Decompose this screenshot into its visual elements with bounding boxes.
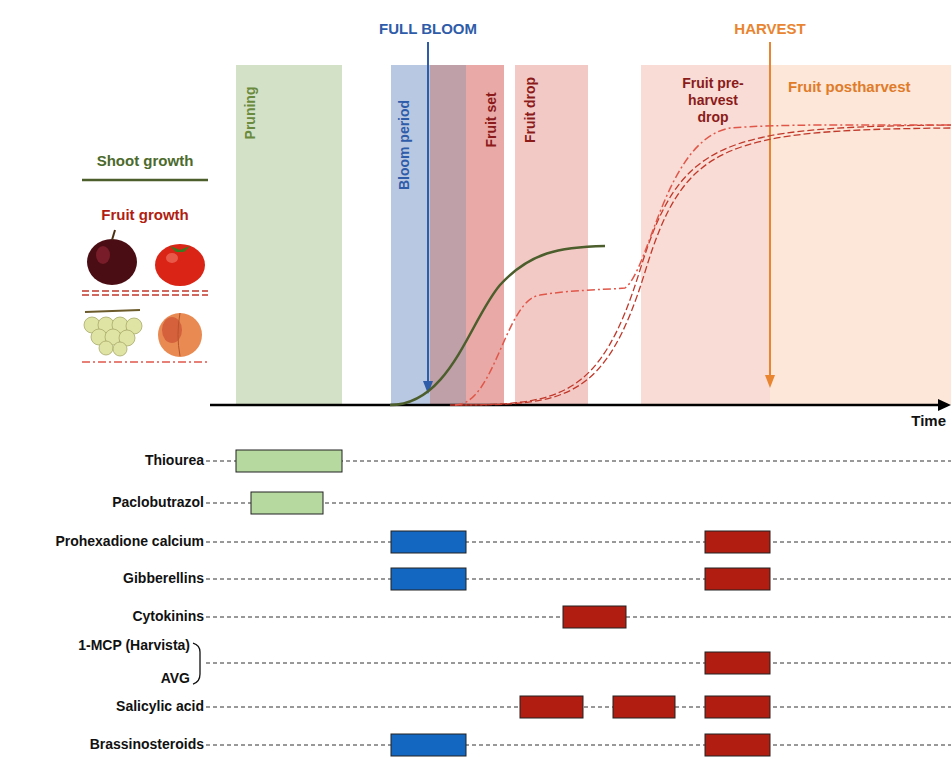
treatment-label: AVG: [161, 670, 190, 686]
treatment-label: Paclobutrazol: [112, 494, 204, 510]
legend-text: Fruit growth: [101, 206, 188, 223]
phase-label: Bloom period: [396, 100, 412, 190]
phase-band: Fruit set: [466, 65, 504, 405]
phase-band: Fruit postharvest: [770, 65, 951, 405]
treatment-label: Salicylic acid: [116, 698, 204, 714]
timeline-label: Time: [911, 412, 946, 429]
phase-label: Fruit postharvest: [788, 78, 911, 95]
treatment-label: Cytokinins: [132, 608, 204, 624]
phase-band: Fruit pre-harvest drop: [641, 65, 770, 405]
phase-band: Fruit drop: [515, 65, 588, 405]
phase-label: Fruit pre-harvest drop: [671, 75, 755, 125]
timeline-label: HARVEST: [734, 20, 805, 37]
legend-text: Shoot growth: [97, 152, 194, 169]
phase-label: Fruit set: [483, 92, 499, 147]
treatment-label: Thiourea: [145, 452, 204, 468]
phase-label: Pruning: [242, 87, 258, 140]
phase-label: Fruit drop: [522, 77, 538, 143]
treatment-label: Gibberellins: [123, 570, 204, 586]
timeline-label: FULL BLOOM: [379, 20, 477, 37]
treatment-label: 1-MCP (Harvista): [78, 637, 190, 653]
phase-band: Bloom period: [391, 65, 430, 405]
phase-band: Pruning: [236, 65, 342, 405]
treatment-label: Prohexadione calcium: [55, 533, 204, 549]
treatment-label: Brassinosteroids: [90, 736, 204, 752]
